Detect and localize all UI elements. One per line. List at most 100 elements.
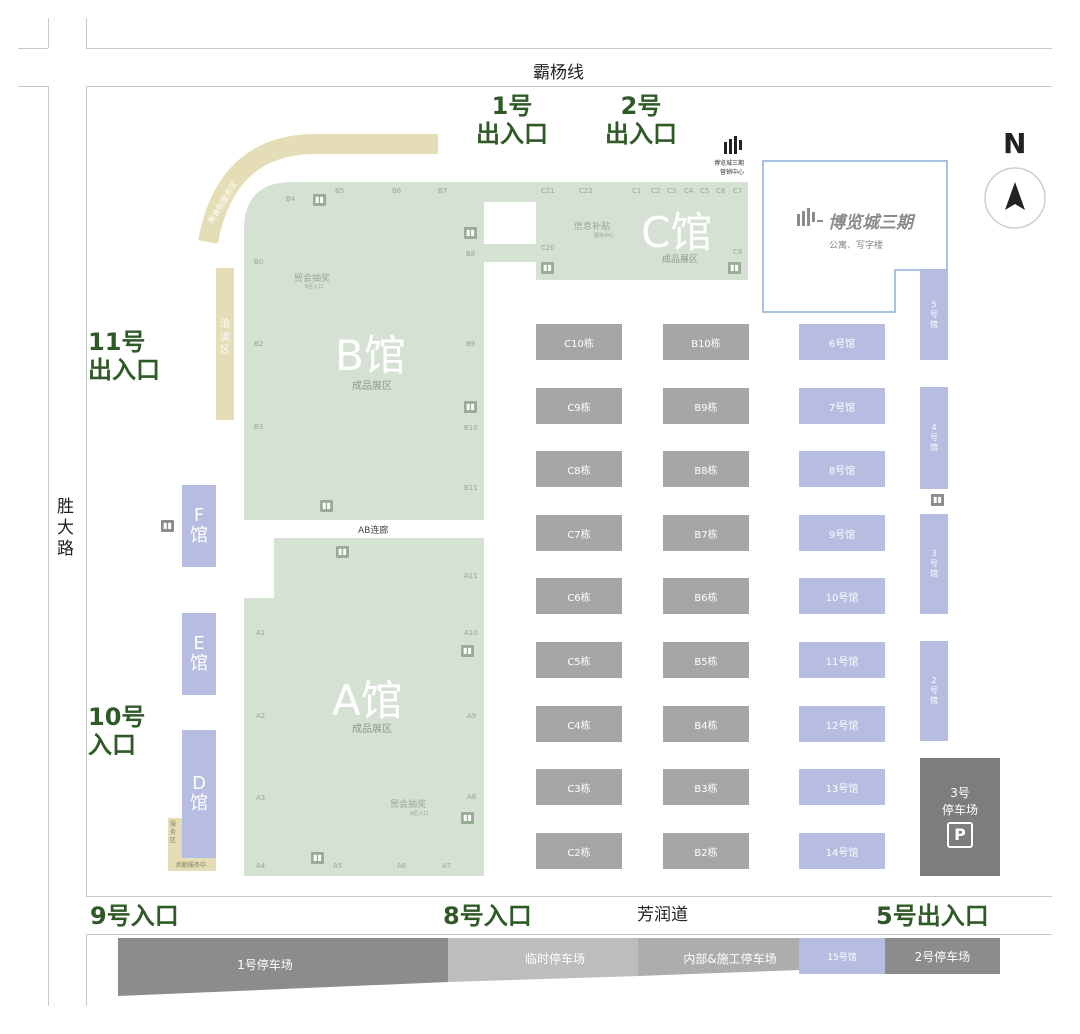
entrance-11-label: 出入口 bbox=[88, 356, 160, 384]
bldg-b-8[interactable]: B3栋 bbox=[663, 769, 749, 805]
restroom-icon: ▮▮ bbox=[161, 520, 174, 532]
sales-center-sub: 营销中心 bbox=[720, 169, 745, 176]
hall-num-3[interactable]: 8号馆 bbox=[799, 451, 885, 487]
parking-internal[interactable]: 内部&施工停车场 bbox=[683, 951, 777, 966]
parking-2[interactable]: 2号停车场 bbox=[885, 938, 1000, 974]
hall-3[interactable]: 3 号 馆 bbox=[920, 514, 948, 614]
hall-num-9[interactable]: 14号馆 bbox=[799, 833, 885, 869]
sales-center-icon bbox=[722, 136, 744, 158]
ab-corridor-label: AB连廊 bbox=[358, 526, 389, 536]
hall-2-c1: 2 bbox=[931, 676, 937, 685]
entrance-11[interactable]: 11号 出入口 bbox=[88, 328, 160, 384]
hall-num-6[interactable]: 11号馆 bbox=[799, 642, 885, 678]
hall-5-c2: 号 bbox=[930, 310, 938, 319]
road-edge-top bbox=[86, 48, 1052, 49]
hall-f[interactable]: F 馆 bbox=[182, 485, 216, 567]
entrance-2-label: 出入口 bbox=[605, 120, 677, 148]
hall-5[interactable]: 5 号 馆 bbox=[920, 270, 948, 360]
phase3-outline bbox=[762, 160, 948, 313]
hall-e-letter: E bbox=[193, 633, 205, 654]
bldg-c-3[interactable]: C8栋 bbox=[536, 451, 622, 487]
hall-c-seat: 信息补贴 bbox=[574, 222, 611, 232]
entrance-10-label: 入口 bbox=[88, 731, 136, 759]
road-edge-west-outer bbox=[48, 86, 49, 1006]
gate-a4: A4 bbox=[256, 862, 266, 870]
hall-a-sub: 成品展区 bbox=[352, 724, 392, 735]
road-edge-top2 bbox=[86, 86, 1052, 87]
entrance-5[interactable]: 5号出入口 bbox=[876, 902, 989, 930]
bldg-c-1[interactable]: C10栋 bbox=[536, 324, 622, 360]
gate-c21: C21 bbox=[541, 187, 555, 195]
bldg-c-5[interactable]: C6栋 bbox=[536, 578, 622, 614]
hall-num-1[interactable]: 6号馆 bbox=[799, 324, 885, 360]
gate-a7: A7 bbox=[442, 862, 452, 870]
bldg-b-1[interactable]: B10栋 bbox=[663, 324, 749, 360]
bldg-b-7[interactable]: B4栋 bbox=[663, 706, 749, 742]
entrance-8[interactable]: 8号入口 bbox=[443, 902, 532, 930]
compass-label: N bbox=[1003, 127, 1027, 160]
bldg-b-2[interactable]: B9栋 bbox=[663, 388, 749, 424]
bldg-b-9[interactable]: B2栋 bbox=[663, 833, 749, 869]
gate-a3: A3 bbox=[256, 794, 266, 802]
parking-strip-shape bbox=[118, 938, 800, 996]
bldg-b-6[interactable]: B5栋 bbox=[663, 642, 749, 678]
parking-1[interactable]: 1号停车场 bbox=[237, 957, 293, 972]
hall-a-name[interactable]: A馆 bbox=[332, 676, 403, 725]
hall-d[interactable]: D 馆 bbox=[182, 730, 216, 858]
hall-b-name[interactable]: B馆 bbox=[335, 331, 406, 380]
gate-a2: A2 bbox=[256, 712, 266, 720]
service-zone-label: 服务区 bbox=[170, 821, 177, 844]
bc-bridge-bottom bbox=[484, 244, 540, 262]
road-edge-left-d bbox=[18, 86, 48, 87]
bldg-c-8[interactable]: C3栋 bbox=[536, 769, 622, 805]
parking-3[interactable]: 3号 停车场 P bbox=[920, 758, 1000, 876]
restroom-icon: ▮▮ bbox=[464, 227, 477, 239]
gate-b3: B3 bbox=[254, 423, 264, 431]
hall-15[interactable]: 15号馆 bbox=[799, 938, 885, 974]
entrance-2-num: 2号 bbox=[620, 92, 662, 120]
hall-d-letter: D bbox=[192, 773, 206, 794]
bldg-c-7[interactable]: C4栋 bbox=[536, 706, 622, 742]
road-edge-left-c bbox=[18, 48, 48, 49]
bldg-c-6[interactable]: C5栋 bbox=[536, 642, 622, 678]
road-edge-west-inner bbox=[86, 86, 87, 896]
hall-c-name[interactable]: C馆 bbox=[641, 208, 713, 257]
gate-a6: A6 bbox=[397, 862, 407, 870]
parking-3-line2: 停车场 bbox=[941, 803, 978, 817]
gate-b10: B10 bbox=[464, 424, 478, 432]
bldg-c-4[interactable]: C7栋 bbox=[536, 515, 622, 551]
bldg-c-2[interactable]: C9栋 bbox=[536, 388, 622, 424]
road-edge-south-a bbox=[86, 896, 1052, 897]
gate-b4: B4 bbox=[286, 195, 296, 203]
entrance-1[interactable]: 1号 出入口 bbox=[472, 92, 552, 148]
bldg-b-4[interactable]: B7栋 bbox=[663, 515, 749, 551]
hall-c-shape bbox=[536, 182, 748, 280]
entrance-10[interactable]: 10号 入口 bbox=[88, 703, 145, 759]
hall-num-4[interactable]: 9号馆 bbox=[799, 515, 885, 551]
hall-num-5[interactable]: 10号馆 bbox=[799, 578, 885, 614]
phase3-title: 博览城三期 bbox=[828, 213, 913, 233]
gate-c1: C1 bbox=[632, 187, 642, 195]
hall-num-2[interactable]: 7号馆 bbox=[799, 388, 885, 424]
entrance-2[interactable]: 2号 出入口 bbox=[601, 92, 681, 148]
hall-4[interactable]: 4 号 馆 bbox=[920, 387, 948, 489]
arc-service-zone bbox=[198, 134, 438, 244]
entrance-9[interactable]: 9号入口 bbox=[90, 902, 179, 930]
hall-5-c3: 馆 bbox=[930, 320, 938, 329]
parking-temp[interactable]: 临时停车场 bbox=[524, 951, 585, 966]
hall-num-8[interactable]: 13号馆 bbox=[799, 769, 885, 805]
hall-num-7[interactable]: 12号馆 bbox=[799, 706, 885, 742]
gate-c2: C2 bbox=[651, 187, 661, 195]
gate-c22: C22 bbox=[579, 187, 593, 195]
bldg-b-3[interactable]: B8栋 bbox=[663, 451, 749, 487]
hall-b-seat-sub: B区入口 bbox=[305, 284, 324, 290]
road-west-char2: 大 bbox=[57, 518, 74, 538]
hall-4-c2: 号 bbox=[930, 433, 938, 442]
bldg-c-9[interactable]: C2栋 bbox=[536, 833, 622, 869]
hall-e[interactable]: E 馆 bbox=[182, 613, 216, 695]
road-west-label: 胜 大 路 bbox=[57, 497, 77, 560]
hall-2[interactable]: 2 号 馆 bbox=[920, 641, 948, 741]
gate-c8: C8 bbox=[716, 187, 726, 195]
service-zone bbox=[168, 818, 182, 858]
bldg-b-5[interactable]: B6栋 bbox=[663, 578, 749, 614]
